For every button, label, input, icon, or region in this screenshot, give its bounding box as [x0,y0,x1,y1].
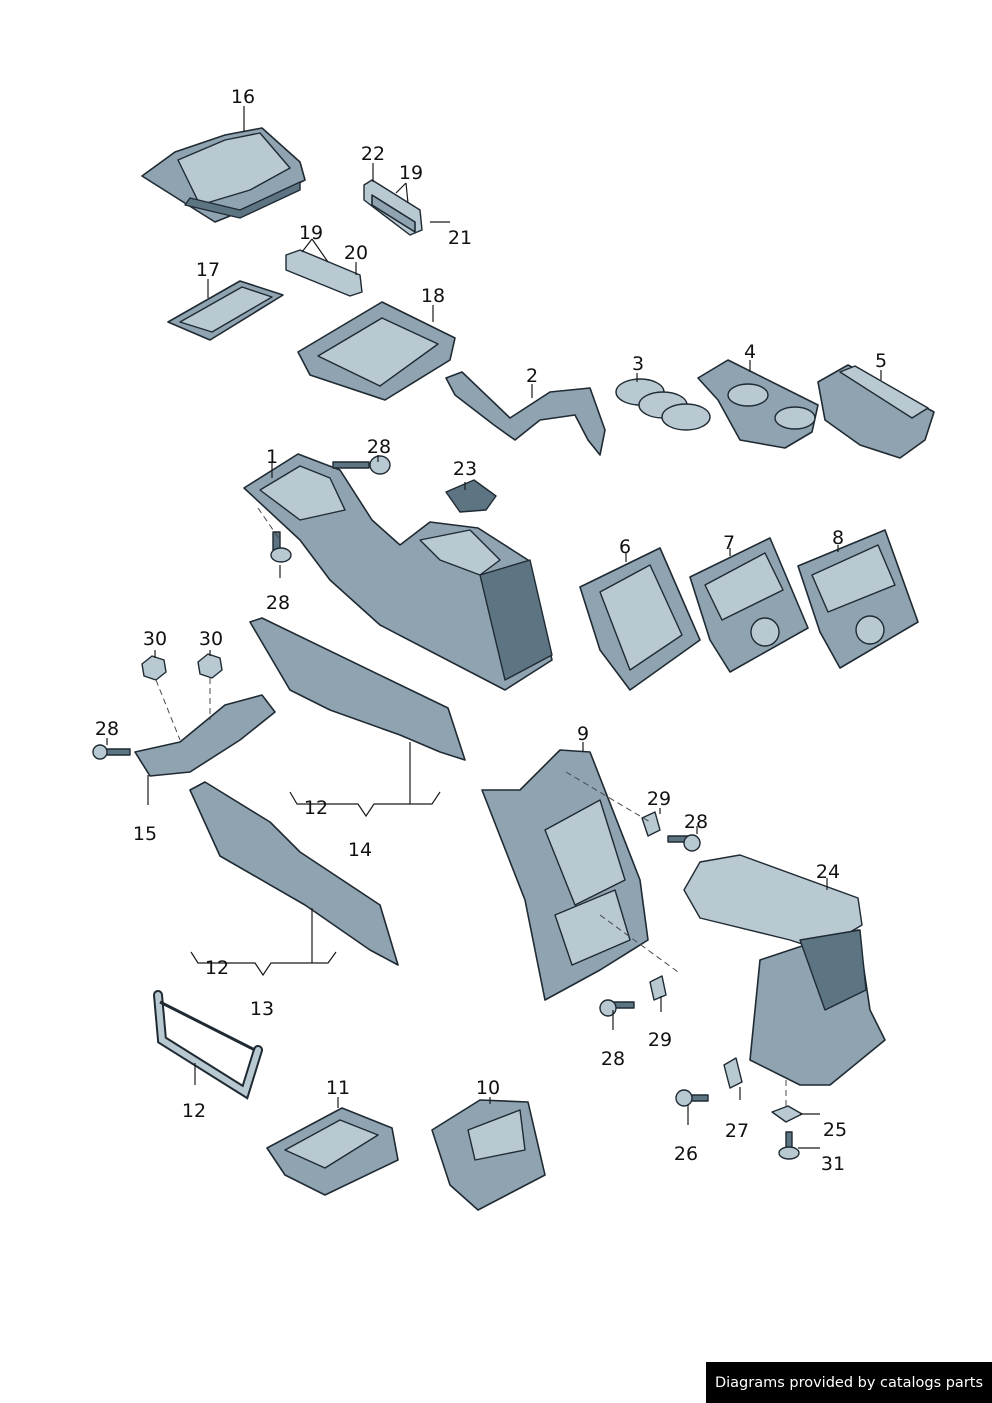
callout-12c: 12 [182,1100,206,1122]
callout-18: 18 [421,285,445,307]
part-drawer-10[interactable] [431,1099,546,1211]
callout-5: 5 [875,350,887,372]
part-insert-mat[interactable] [167,280,284,341]
part-side-cover[interactable] [249,617,466,761]
part-clip[interactable] [723,1057,743,1089]
part-trim-panel-7[interactable] [689,537,809,673]
part-side-cover[interactable] [189,781,399,966]
part-bolt[interactable] [675,1089,709,1107]
part-socket[interactable] [445,479,497,513]
callout-15: 15 [133,823,157,845]
callout-3: 3 [632,353,644,375]
callout-16: 16 [231,86,255,108]
callout-29a: 29 [647,788,671,810]
part-armrest[interactable] [683,854,886,1086]
part-cup-holder[interactable] [697,359,819,449]
part-cup-mat[interactable] [615,378,711,431]
part-air-duct[interactable] [445,371,606,456]
callout-26: 26 [674,1143,698,1165]
callout-14: 14 [348,839,372,861]
callout-12b: 12 [205,957,229,979]
part-trim-panel-6[interactable] [579,547,701,691]
part-storage-tray[interactable] [141,127,306,223]
part-center-console[interactable] [243,453,553,691]
callout-23: 23 [453,458,477,480]
callout-29b: 29 [648,1029,672,1051]
callout-24: 24 [816,861,840,883]
callout-1: 1 [266,446,278,468]
part-switch-blank[interactable] [363,179,423,236]
leader-lines [106,106,882,1149]
callout-9: 9 [577,723,589,745]
callout-2: 2 [526,365,538,387]
callout-13: 13 [250,998,274,1020]
callout-4: 4 [744,341,756,363]
callout-7: 7 [723,532,735,554]
callout-20: 20 [344,242,368,264]
part-switch-cover[interactable] [285,249,363,297]
callout-11: 11 [326,1077,350,1099]
part-retaining-screw[interactable] [667,834,701,852]
part-drawer-11[interactable] [266,1107,399,1196]
part-spring-clip[interactable] [771,1105,803,1123]
part-clip-nut[interactable] [649,975,667,1001]
assembly-lines [155,507,787,1108]
callout-12a: 12 [304,797,328,819]
callout-17: 17 [196,259,220,281]
part-hex-nut[interactable] [141,655,167,681]
part-retaining-screw[interactable] [270,531,292,563]
callout-6: 6 [619,536,631,558]
part-stud[interactable] [778,1131,800,1160]
callout-21: 21 [448,227,472,249]
callout-31: 31 [821,1153,845,1175]
part-clip-nut[interactable] [641,811,661,837]
credit-banner: Diagrams provided by catalogs parts [706,1362,992,1403]
callout-28a: 28 [367,436,391,458]
part-hex-nut[interactable] [197,653,223,679]
callout-22: 22 [361,143,385,165]
part-retaining-screw[interactable] [599,999,635,1017]
part-rear-section[interactable] [481,749,649,1001]
part-trim-panel-8[interactable] [797,529,919,669]
callout-19b: 19 [299,222,323,244]
callout-30b: 30 [199,628,223,650]
callout-30a: 30 [143,628,167,650]
callout-27: 27 [725,1120,749,1142]
callout-25: 25 [823,1119,847,1141]
part-bracket[interactable] [92,694,276,777]
callout-10: 10 [476,1077,500,1099]
callout-28d: 28 [684,811,708,833]
part-retaining-screw[interactable] [332,455,391,475]
callout-28e: 28 [601,1048,625,1070]
part-cup-holder-with-cover[interactable] [817,364,935,459]
callout-28c: 28 [95,718,119,740]
callout-8: 8 [832,527,844,549]
part-gear-trim-frame[interactable] [297,301,456,401]
callout-labels: 16 22 19 21 19 20 17 18 2 3 4 5 1 28 23 … [95,86,887,1175]
part-handle-bar[interactable] [153,990,263,1100]
callout-19: 19 [399,162,423,184]
callout-28b: 28 [266,592,290,614]
